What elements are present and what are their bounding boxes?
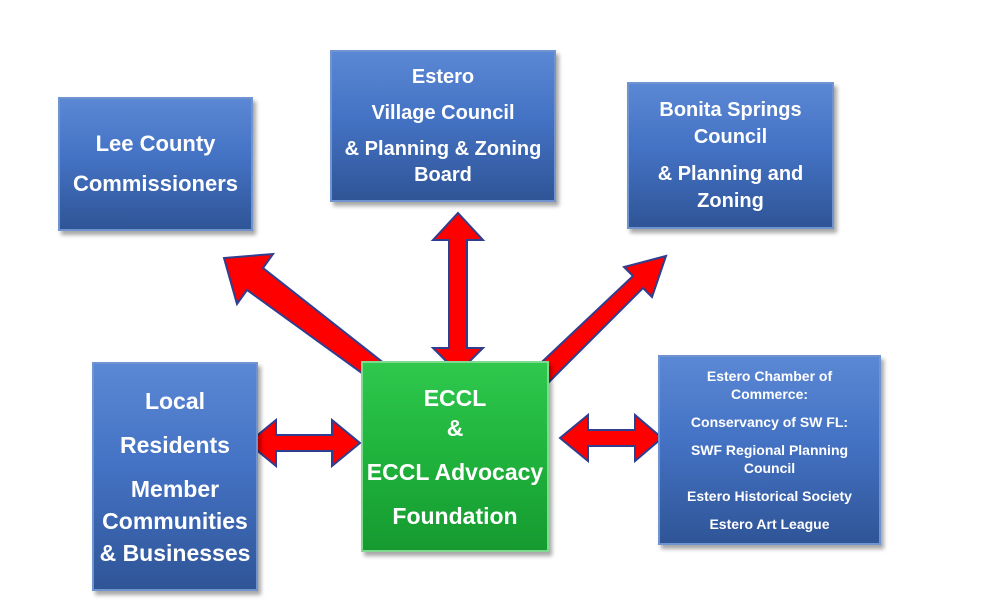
bonita-line-3: & Planning and	[657, 162, 804, 185]
partners-line-6: Estero Historical Society	[687, 488, 852, 504]
arrow-local-bidirectional	[246, 417, 362, 469]
estero-line-1: Estero	[411, 66, 475, 88]
arrow-estero-bidirectional	[430, 211, 486, 375]
bonita-line-1: Bonita Springs	[659, 98, 802, 121]
arrow-to-bonita-springs	[524, 254, 668, 394]
lee-county-line-1: Lee County	[95, 131, 216, 156]
estero-box: Estero Village Council & Planning & Zoni…	[330, 50, 556, 202]
local-line-1: Local	[144, 387, 206, 414]
lee-county-line-2: Commissioners	[72, 171, 239, 196]
partners-line-4: SWF Regional Planning	[690, 442, 849, 458]
lee-county-box: Lee County Commissioners	[58, 97, 253, 231]
partners-line-1: Estero Chamber of	[706, 368, 833, 384]
arrow-partners-bidirectional	[558, 412, 664, 464]
partners-box: Estero Chamber of Commerce: Conservancy …	[658, 355, 881, 545]
local-line-4: Communities	[102, 507, 248, 534]
eccl-line-3: ECCL Advocacy	[366, 458, 544, 485]
partners-line-7: Estero Art League	[709, 516, 830, 532]
local-line-5: & Businesses	[99, 539, 251, 566]
estero-line-2: Village Council	[371, 102, 515, 124]
bonita-springs-box: Bonita Springs Council & Planning and Zo…	[627, 82, 834, 229]
eccl-line-1: ECCL	[423, 384, 487, 411]
partners-line-5: Council	[743, 460, 796, 476]
bonita-line-4: Zoning	[697, 189, 764, 212]
partners-line-2: Commerce:	[730, 386, 809, 402]
eccl-center-box: ECCL & ECCL Advocacy Foundation	[361, 361, 549, 552]
eccl-line-2: &	[446, 414, 464, 441]
bonita-line-2: Council	[693, 125, 768, 148]
arrow-to-lee-county	[222, 252, 392, 386]
local-line-2: Residents	[120, 431, 230, 458]
estero-line-4: Board	[414, 164, 472, 186]
estero-line-3: & Planning & Zoning	[344, 138, 542, 160]
local-line-3: Member	[130, 475, 220, 502]
partners-line-3: Conservancy of SW FL:	[690, 414, 849, 430]
local-residents-box: Local Residents Member Communities & Bus…	[92, 362, 258, 591]
eccl-line-4: Foundation	[392, 502, 518, 529]
